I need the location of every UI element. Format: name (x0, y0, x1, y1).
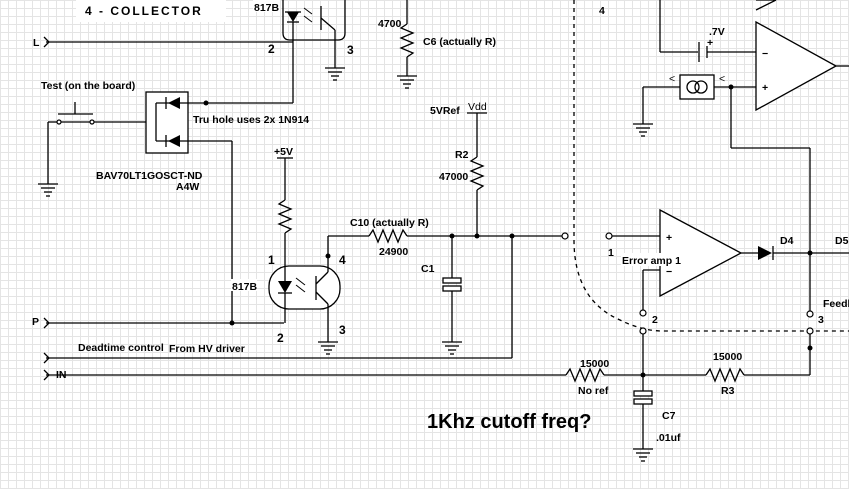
error-amp-plus: + (666, 232, 672, 244)
port-P-label: P (32, 316, 39, 328)
opto-top: 817B 2 3 (253, 0, 354, 57)
vref-value: .7V (709, 26, 725, 38)
r3-value: 15000 (713, 351, 742, 363)
diode-pack (145, 91, 189, 154)
ground-opto-mid (318, 341, 338, 355)
opto-mid-pin-3: 3 (339, 323, 346, 337)
r4700-value: 4700 (378, 18, 402, 30)
from-hv-label: From HV driver (169, 343, 245, 355)
diode-d4 (758, 246, 774, 260)
error-amp-top-pin: 4 (599, 5, 605, 17)
opto-mid-pin-4: 4 (339, 253, 346, 267)
d5-label: D5 (835, 235, 849, 247)
diode-pack-note: Tru hole uses 2x 1N914 (193, 114, 309, 126)
error-amp-pin-2: 2 (652, 314, 658, 326)
resistor-5v (277, 199, 293, 234)
top-amp-plus: + (762, 82, 768, 94)
r15000-value: 15000 (580, 358, 609, 370)
error-amp-pin-3: 3 (818, 314, 824, 326)
d4-label: D4 (780, 235, 794, 247)
battery-vref (698, 42, 708, 62)
capacitor-c1 (442, 277, 462, 292)
ground-switch (38, 183, 58, 197)
section-title: 4 - COLLECTOR (85, 4, 203, 18)
error-amp-label: Error amp 1 (622, 255, 681, 267)
c10-value: 24900 (379, 246, 408, 258)
deadtime-label: Deadtime control (78, 342, 164, 354)
ground-current-source (633, 123, 653, 137)
resistor-r3 (705, 367, 745, 383)
opto-top-pin-3: 3 (347, 43, 354, 57)
c7-label: C7 (662, 410, 676, 422)
capacitor-c7 (633, 390, 653, 405)
current-source: < < (669, 73, 725, 100)
c6-label: C6 (actually R) (423, 36, 496, 48)
boundary-pin-643 (639, 327, 647, 335)
error-amp-minus: − (666, 266, 672, 278)
port-P: P (32, 316, 50, 329)
feedback-label: Feedb (823, 298, 849, 310)
opto-mid-name: 817B (232, 281, 258, 293)
opto-top-name: 817B (254, 2, 280, 14)
c10-label: C10 (actually R) (350, 217, 429, 229)
r15000-note: No ref (578, 385, 609, 397)
test-switch[interactable] (56, 102, 95, 125)
port-L-label: L (33, 37, 40, 49)
ground-c1 (442, 341, 462, 355)
resistor-c10 (368, 228, 408, 244)
resistor-r2 (469, 156, 485, 191)
resistor-4700 (399, 23, 415, 58)
error-amp-pin-1: 1 (608, 247, 614, 259)
pin-open-236 (561, 232, 569, 240)
ground-c7 (633, 448, 653, 462)
diode-pack-ref: A4W (176, 181, 199, 193)
opto-top-pin-2: 2 (268, 42, 275, 56)
ground-opto-top (325, 67, 345, 81)
resistor-15000-noref (565, 367, 605, 383)
cutoff-note: 1Khz cutoff freq? (427, 411, 591, 433)
r2-label: R2 (455, 149, 469, 161)
test-switch-label[interactable]: Test (on the board) (41, 80, 135, 92)
section-header-box (76, 0, 226, 22)
r3-label: R3 (721, 385, 735, 397)
supply-vdd: Vdd (468, 101, 487, 113)
chip-boundary-dashed (573, 0, 849, 332)
c1-label: C1 (421, 263, 435, 275)
svg-text:<: < (719, 73, 725, 85)
supply-plus5v: +5V (274, 146, 293, 158)
port-L: L (33, 36, 50, 49)
opto-mid: 817B 1 2 3 4 (231, 253, 346, 345)
error-amp-pin-2-terminal[interactable] (639, 309, 647, 317)
vref-plus: + (707, 37, 713, 49)
boundary-pin-810 (806, 327, 814, 335)
svg-text:<: < (669, 73, 675, 85)
top-amp-minus: − (762, 48, 768, 60)
c7-value: .01uf (656, 432, 681, 444)
error-amp-pin-3-terminal[interactable] (806, 310, 814, 318)
error-amp-pin-1-terminal[interactable] (605, 232, 613, 240)
ground-c6 (397, 75, 417, 89)
r2-value: 47000 (439, 171, 468, 183)
top-comparator (755, 20, 838, 112)
supply-5vref: 5VRef (430, 105, 460, 117)
diode-pack-part: BAV70LT1GOSCT-ND (96, 170, 203, 182)
opto-mid-pin-2: 2 (277, 331, 284, 345)
opto-mid-pin-1: 1 (268, 253, 275, 267)
